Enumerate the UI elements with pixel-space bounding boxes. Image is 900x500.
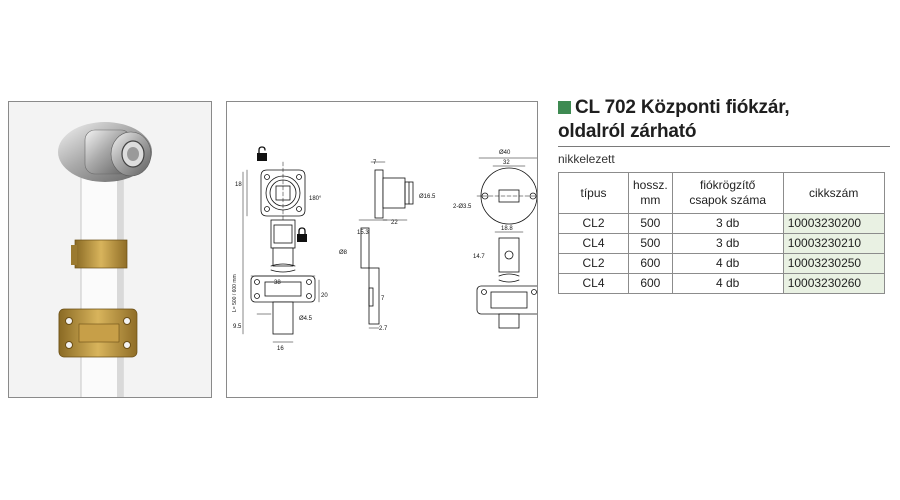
dim-180-angle: 180° (309, 196, 322, 202)
cell-length: 500 (628, 233, 673, 254)
dim-38: 38 (274, 280, 281, 286)
cell-type: CL2 (558, 213, 629, 234)
dim-7-top: 7 (373, 160, 377, 166)
dim-d8: Ø8 (339, 250, 348, 256)
dim-d40: Ø40 (499, 150, 511, 156)
table-row: CL2 500 3 db 10003230200 (558, 213, 885, 234)
dim-9-5: 9.5 (233, 324, 242, 330)
lock-bar-illustration (58, 122, 152, 397)
dim-32: 32 (503, 160, 510, 166)
cell-type: CL4 (558, 233, 629, 254)
header-type: típus (558, 172, 629, 214)
dim-d16-5: Ø16.5 (419, 194, 436, 200)
dim-length: L= 500 / 600 mm (232, 274, 238, 312)
side-view (358, 161, 414, 329)
table-row: CL2 600 4 db 10003230250 (558, 253, 885, 274)
dim-d4-5: Ø4.5 (299, 316, 313, 322)
cell-code: 10003230250 (782, 253, 885, 274)
product-title: CL 702 Központi fiókzár, oldalról zárhat… (558, 96, 888, 144)
cell-length: 600 (628, 273, 673, 294)
cell-code: 10003230200 (782, 213, 885, 234)
dim-20: 20 (321, 293, 328, 299)
dim-7-side: 7 (381, 296, 385, 302)
cell-length: 600 (628, 253, 673, 274)
cell-length: 500 (628, 213, 673, 234)
back-view (476, 157, 537, 329)
title-line-1: CL 702 Központi fiókzár, (558, 96, 888, 120)
technical-drawing: 18 180° L= 500 / 600 mm 38 20 Ø4.5 9.5 1… (226, 101, 538, 398)
dim-2xd3-5: 2-Ø3.5 (453, 204, 472, 210)
product-photo (8, 101, 212, 398)
dim-16: 16 (277, 346, 284, 352)
finish-label: nikkelezett (558, 152, 615, 166)
locked-padlock-icon (297, 227, 307, 242)
table-row: CL4 600 4 db 10003230260 (558, 273, 885, 294)
cell-code: 10003230260 (782, 273, 885, 294)
unlocked-padlock-icon (257, 146, 267, 161)
dim-14-7: 14.7 (473, 254, 485, 260)
cell-pins: 3 db (671, 213, 784, 234)
cell-code: 10003230210 (782, 233, 885, 254)
cell-type: CL4 (558, 273, 629, 294)
front-view (242, 161, 320, 343)
dim-18: 18 (235, 182, 242, 188)
dim-2-7: 2.7 (379, 326, 388, 332)
green-square-icon (558, 101, 571, 114)
cell-pins: 4 db (671, 253, 784, 274)
header-code: cikkszám (782, 172, 885, 214)
dim-18-8: 18.8 (501, 226, 513, 232)
cell-pins: 3 db (671, 233, 784, 254)
cell-pins: 4 db (671, 273, 784, 294)
header-length: hossz.mm (628, 172, 673, 214)
title-divider (558, 146, 890, 147)
dim-22: 22 (391, 220, 398, 226)
dim-15-3: 15.3 (357, 230, 369, 236)
title-line-2: oldalról zárható (558, 121, 697, 142)
table-row: CL4 500 3 db 10003230210 (558, 233, 885, 254)
cell-type: CL2 (558, 253, 629, 274)
